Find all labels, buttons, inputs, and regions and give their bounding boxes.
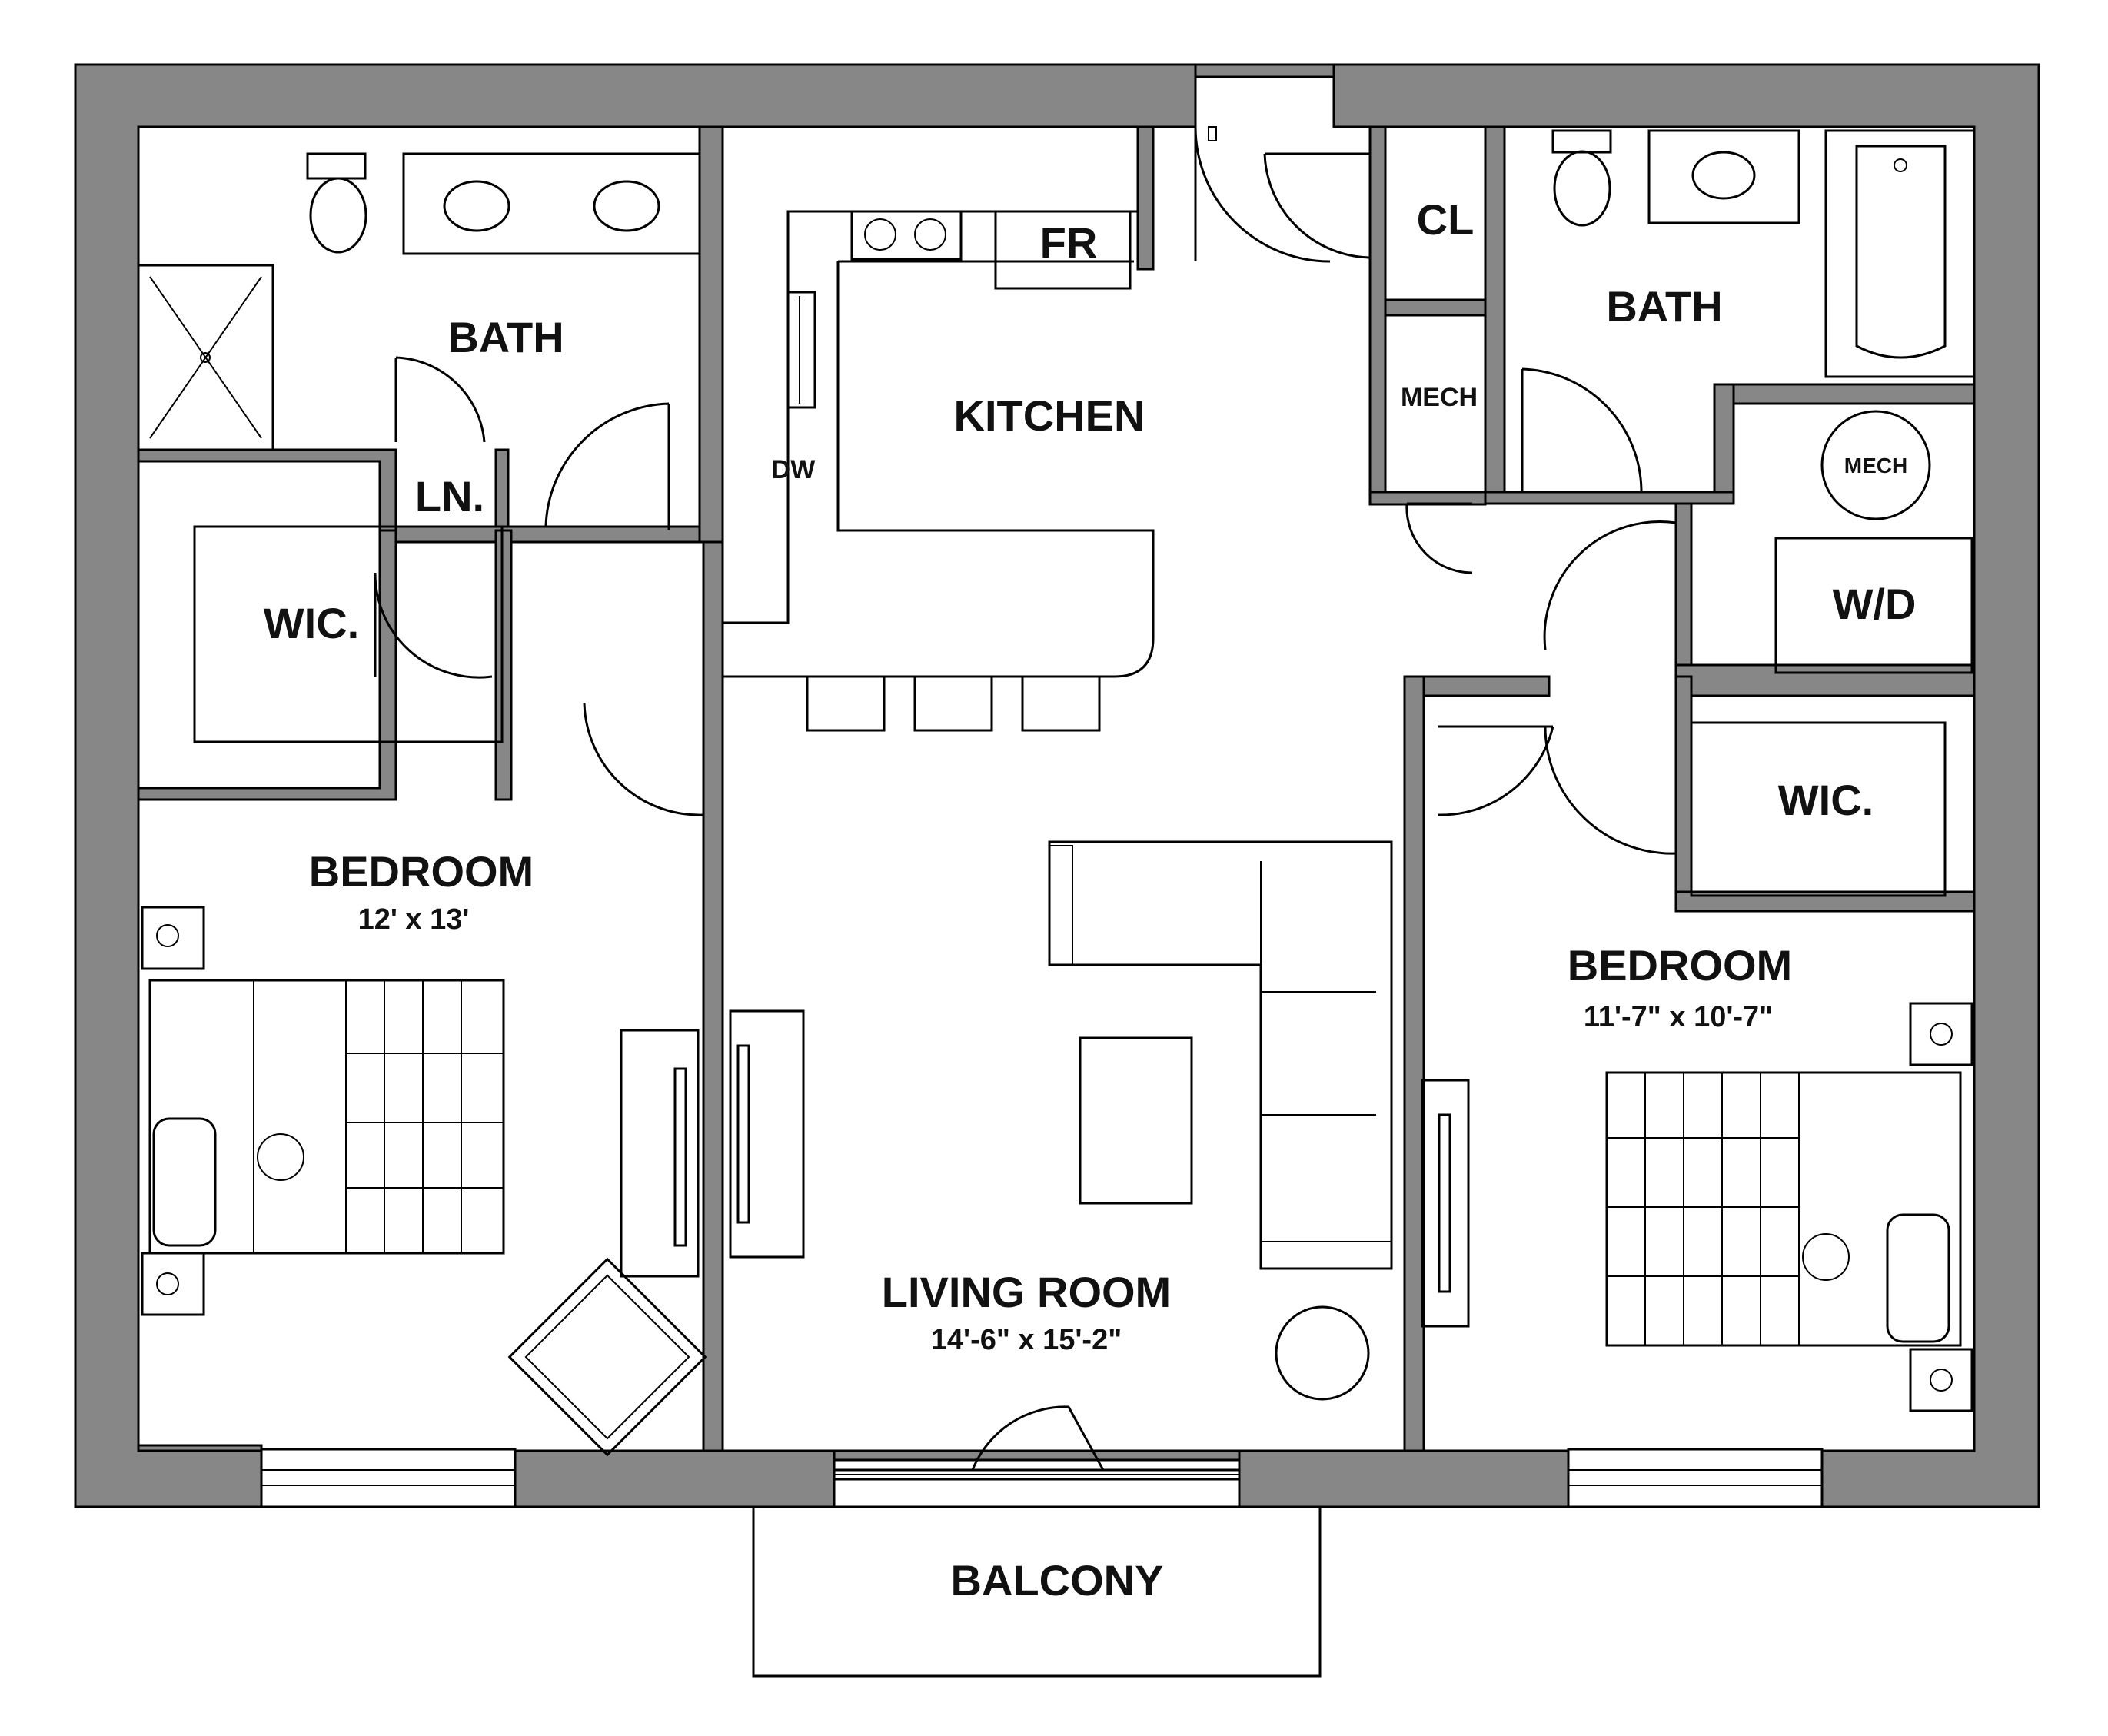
living-room-dimensions: 14'-6" x 15'-2": [931, 1324, 1122, 1356]
mech-unit-label: MECH: [1844, 454, 1907, 477]
right-bath-fixtures: [1551, 129, 1976, 897]
windows: [260, 1448, 1824, 1508]
kitchen-fixtures: [723, 210, 1155, 732]
washer-dryer-label: W/D: [1833, 580, 1917, 628]
left-bedroom-furniture: [141, 906, 707, 1457]
doors: [374, 126, 1677, 1471]
balcony-outline: [752, 1505, 1322, 1678]
kitchen-label: KITCHEN: [954, 391, 1145, 440]
room-labels: BATH LN. WIC. BEDROOM 12' x 13' KITCHEN …: [264, 195, 1917, 1605]
bath-right-label: BATH: [1606, 282, 1722, 331]
living-room-furniture: [729, 840, 1393, 1401]
balcony-label: BALCONY: [951, 1556, 1164, 1605]
wic-right-label: WIC.: [1778, 776, 1874, 824]
bath-left-label: BATH: [447, 313, 564, 361]
left-bath-fixtures: [137, 152, 701, 743]
linen-label: LN.: [415, 472, 484, 520]
dishwasher-label: DW: [772, 455, 816, 484]
mech-closet-label: MECH: [1401, 383, 1478, 412]
interior-walls: [137, 125, 1976, 1452]
closet-label: CL: [1417, 195, 1475, 244]
fridge-label: FR: [1040, 218, 1098, 267]
bedroom-left-label: BEDROOM: [309, 847, 534, 896]
right-bedroom-furniture: [1421, 1002, 1973, 1412]
living-room-label: LIVING ROOM: [882, 1268, 1171, 1316]
wic-left-label: WIC.: [264, 599, 359, 647]
bedroom-left-dimensions: 12' x 13': [358, 903, 470, 936]
bedroom-right-label: BEDROOM: [1568, 941, 1792, 989]
bedroom-right-dimensions: 11'-7" x 10'-7": [1584, 1001, 1773, 1033]
